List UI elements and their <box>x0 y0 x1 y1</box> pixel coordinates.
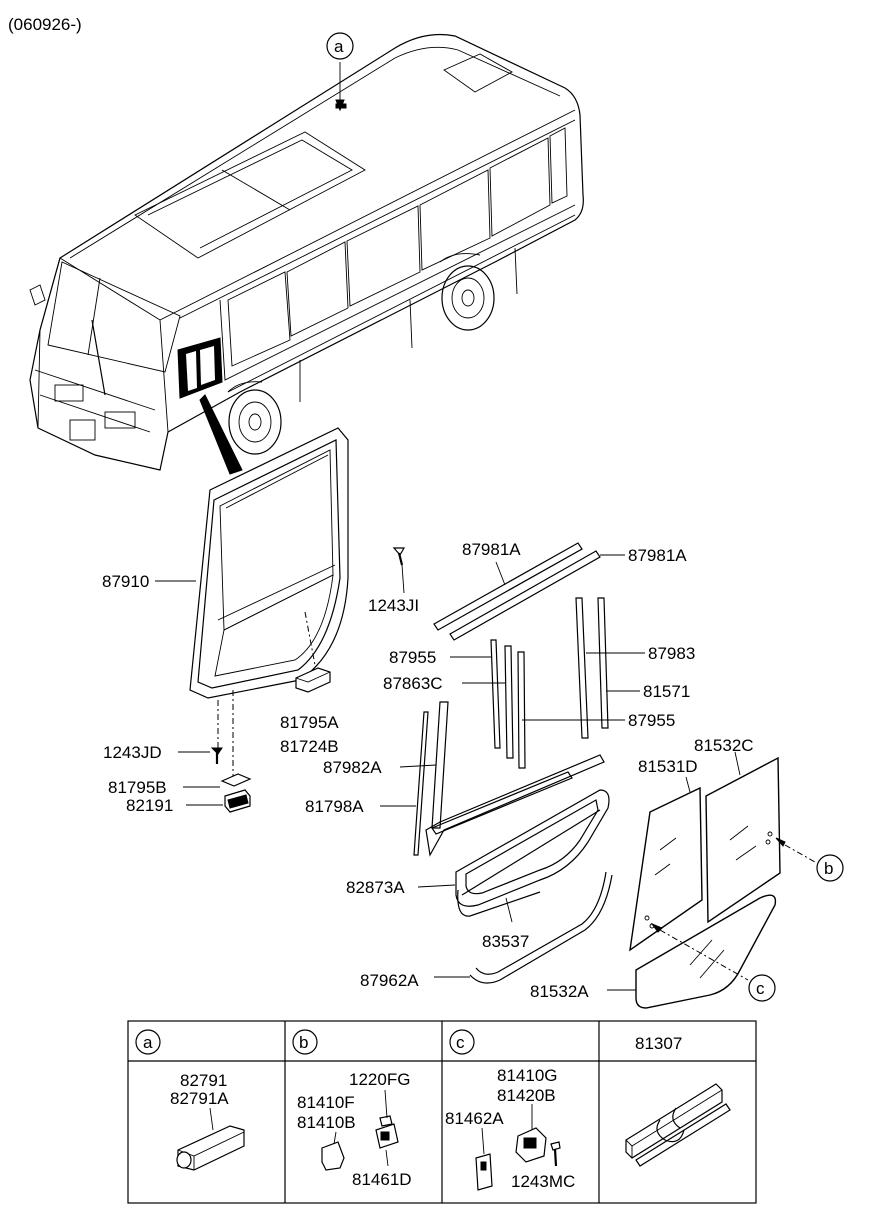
legend-b-part-2: 81410F <box>297 1093 355 1112</box>
legend-c-part-3: 81462A <box>445 1109 504 1128</box>
part-83537: 83537 <box>482 932 529 951</box>
part-87962A: 87962A <box>360 971 419 990</box>
pad-81795B <box>220 773 252 787</box>
screw-1243JD <box>210 747 223 764</box>
part-82873A: 82873A <box>346 878 405 897</box>
part-81798A: 81798A <box>305 797 364 816</box>
legend-c-circle <box>449 1029 475 1055</box>
part-81532A: 81532A <box>530 982 589 1001</box>
part-81795B: 81795B <box>108 778 167 797</box>
fastener-c <box>475 1104 561 1191</box>
legend-b-letter: b <box>299 1033 308 1052</box>
part-82191: 82191 <box>126 796 173 815</box>
callout-b-letter: b <box>824 859 833 878</box>
legend-c-part-4: 1243MC <box>511 1172 575 1191</box>
diagram-code: (060926-) <box>8 15 82 34</box>
part-87955-2: 87955 <box>628 711 675 730</box>
part-87863C: 87863C <box>383 674 443 693</box>
part-87981A-1: 87981A <box>462 540 521 559</box>
part-1243JI: 1243JI <box>368 596 419 615</box>
clip-82791 <box>176 1125 245 1171</box>
legend-c-letter: c <box>456 1033 465 1052</box>
legend-b-part-1: 1220FG <box>349 1070 410 1089</box>
window-seal <box>455 789 610 917</box>
window-sash <box>413 701 605 857</box>
legend-table <box>127 1020 757 1204</box>
legend-b-part-3: 81410B <box>297 1113 356 1132</box>
part-81724B: 81724B <box>280 737 339 756</box>
seal-81307 <box>625 1083 731 1167</box>
part-87981A-2: 87981A <box>628 546 687 565</box>
callout-b-circle <box>816 854 844 882</box>
strip-87962A <box>469 874 613 984</box>
door-frame-87910 <box>189 427 349 699</box>
part-81571: 81571 <box>643 682 690 701</box>
bus-illustration <box>29 33 584 475</box>
part-87955-1: 87955 <box>389 648 436 667</box>
legend-d-title: 81307 <box>635 1034 682 1053</box>
glass-81531D <box>629 786 703 952</box>
part-81531D: 81531D <box>638 757 698 776</box>
legend-c-part-2: 81420B <box>497 1086 556 1105</box>
legend-c-part-1: 81410G <box>497 1066 558 1085</box>
legend-b-part-4: 81461D <box>352 1170 412 1189</box>
part-87910: 87910 <box>102 572 149 591</box>
part-81795A: 81795A <box>280 713 339 732</box>
glass-81532A <box>635 894 777 1009</box>
callout-c-circle <box>748 974 776 1002</box>
part-81532C: 81532C <box>694 736 754 755</box>
callout-a-letter: a <box>334 37 344 56</box>
glass-channels <box>490 597 609 769</box>
fastener-b <box>321 1089 399 1171</box>
callout-c-letter: c <box>756 979 765 998</box>
molding-87981A <box>433 542 601 641</box>
part-87983: 87983 <box>648 644 695 663</box>
legend-a-letter: a <box>143 1033 153 1052</box>
legend-a-part-1: 82791 <box>180 1071 227 1090</box>
legend-a-circle <box>135 1029 161 1055</box>
part-87982A: 87982A <box>323 758 382 777</box>
legend-b-circle <box>292 1029 318 1055</box>
legend-a-part-2: 82791A <box>170 1089 229 1108</box>
part-1243JD: 1243JD <box>103 743 162 762</box>
callout-a-circle <box>326 32 354 60</box>
glass-81532C <box>705 756 781 924</box>
screw-1243JI <box>392 547 406 566</box>
